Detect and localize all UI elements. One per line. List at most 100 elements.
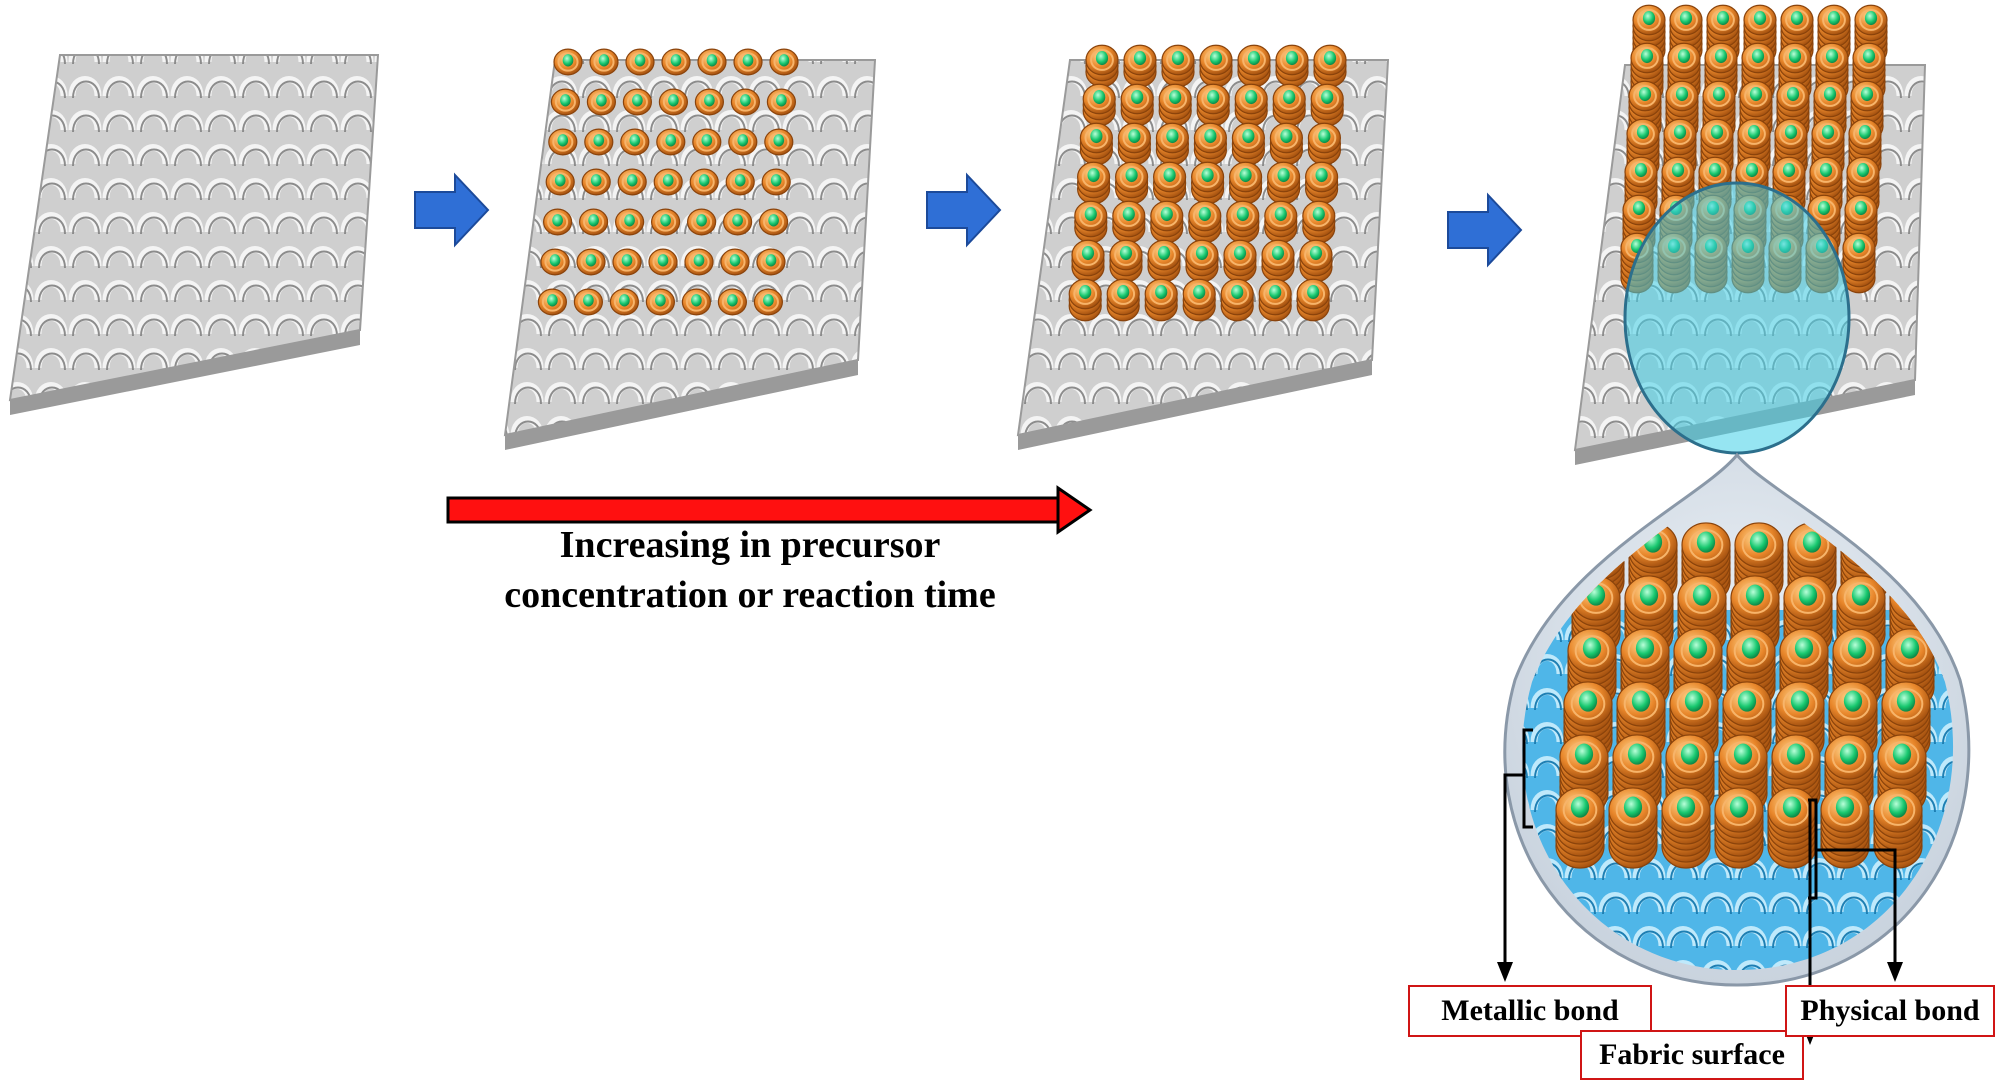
nanoparticle-stack bbox=[728, 128, 758, 156]
nanoparticle-stack bbox=[720, 248, 750, 276]
nanoparticle-stack bbox=[1155, 122, 1190, 166]
nanoparticle-stack bbox=[1269, 122, 1304, 166]
nanoparticle-stack bbox=[1809, 156, 1843, 218]
nanoparticle-stack bbox=[614, 208, 645, 236]
nanoparticle-stack bbox=[553, 48, 583, 76]
nanoparticle-stack bbox=[1313, 44, 1347, 88]
nanoparticle-stack bbox=[1231, 122, 1266, 166]
nanoparticle-stack bbox=[689, 168, 719, 196]
nanoparticle-grid bbox=[1068, 44, 1347, 322]
zoom-lens bbox=[1623, 181, 1851, 455]
nanoparticle-stack bbox=[684, 248, 714, 276]
nanoparticle-stack bbox=[609, 288, 640, 316]
nanoparticle-stack bbox=[573, 288, 604, 316]
nanoparticle-stack bbox=[1842, 232, 1876, 294]
nanoparticle-stack bbox=[656, 128, 686, 156]
nanoparticle-stack bbox=[692, 128, 722, 156]
nanoparticle-stack bbox=[1714, 787, 1764, 869]
nanoparticle-stack bbox=[1076, 161, 1111, 205]
nanoparticle-stack bbox=[1158, 83, 1192, 127]
nanoparticle-stack bbox=[581, 168, 611, 196]
nanoparticle-stack bbox=[1299, 239, 1333, 283]
nanoparticle-stack bbox=[1220, 278, 1254, 322]
nanoparticle-stack bbox=[1223, 239, 1257, 283]
nanoparticle-stack bbox=[730, 88, 761, 116]
nanoparticle-stack bbox=[653, 168, 683, 196]
nanoparticle-stack bbox=[650, 208, 681, 236]
nanoparticle-stack bbox=[1266, 161, 1301, 205]
nanoparticle-stack bbox=[542, 208, 573, 236]
nanoparticle-stack bbox=[725, 168, 755, 196]
nanoparticle-stack bbox=[1237, 44, 1271, 88]
nanoparticle-stack bbox=[612, 248, 642, 276]
nanoparticle-stack bbox=[1820, 787, 1870, 869]
nanoparticle-stack bbox=[1310, 83, 1344, 127]
nanoparticle-stack bbox=[697, 48, 727, 76]
nanoparticle-stack bbox=[658, 88, 689, 116]
nanoparticle-stack bbox=[1661, 787, 1711, 869]
nanoparticle-stack bbox=[578, 208, 609, 236]
nanoparticle-stack bbox=[645, 288, 676, 316]
nanoparticle-stack bbox=[548, 128, 578, 156]
nanoparticle-stack bbox=[1085, 44, 1119, 88]
nanoparticle-stack bbox=[1114, 161, 1149, 205]
nanoparticle-stack bbox=[1296, 278, 1330, 322]
nanoparticle-stack bbox=[761, 168, 791, 196]
nanoparticle-stack bbox=[1767, 787, 1817, 869]
fabric-edge bbox=[1018, 360, 1372, 450]
fabric-edge bbox=[505, 360, 858, 450]
nanoparticle-stack bbox=[1873, 787, 1923, 869]
nanoparticle-stack bbox=[1161, 44, 1195, 88]
nanoparticle-stack bbox=[1150, 200, 1184, 244]
nanoparticle-stack bbox=[1302, 200, 1336, 244]
nanoparticle-stack bbox=[1234, 83, 1268, 127]
nanoparticle-stack bbox=[622, 88, 653, 116]
nanoparticle-stack bbox=[576, 248, 606, 276]
nanoparticle-stack bbox=[1741, 42, 1775, 104]
nanoparticle-stack bbox=[758, 208, 789, 236]
nanoparticle-stack bbox=[661, 48, 691, 76]
nanoparticle-stack bbox=[681, 288, 712, 316]
nanoparticle-stack bbox=[589, 48, 619, 76]
nanoparticle-stack bbox=[1188, 200, 1222, 244]
nanoparticle-stack bbox=[756, 248, 786, 276]
nanoparticle-stack bbox=[694, 88, 725, 116]
stage-2-seeded-fabric bbox=[503, 48, 877, 450]
nanoparticle-stack bbox=[769, 48, 799, 76]
nanoparticle-stack bbox=[1068, 278, 1102, 322]
nanoparticle-stack bbox=[1261, 239, 1295, 283]
nanoparticle-stack bbox=[1779, 628, 1829, 710]
caption-line-2: concentration or reaction time bbox=[504, 574, 996, 616]
nanoparticle-stack bbox=[1275, 44, 1309, 88]
nanoparticle-stack bbox=[1190, 161, 1225, 205]
nanoparticle-stack bbox=[540, 248, 570, 276]
nanoparticle-stack bbox=[733, 48, 763, 76]
label-physical-bond: Physical bond bbox=[1785, 985, 1995, 1037]
nanoparticle-stack bbox=[550, 88, 581, 116]
nanoparticle-stack bbox=[1071, 239, 1105, 283]
nanoparticle-stack bbox=[1199, 44, 1233, 88]
nanoparticle-stack bbox=[1196, 83, 1230, 127]
nanoparticle-stack bbox=[722, 208, 753, 236]
step-arrow-icon bbox=[926, 172, 1002, 248]
nanoparticle-grid bbox=[537, 48, 799, 316]
step-arrow-icon bbox=[1447, 192, 1523, 268]
nanoparticle-stack bbox=[1079, 122, 1114, 166]
nanoparticle-stack bbox=[753, 288, 784, 316]
nanoparticle-stack bbox=[648, 248, 678, 276]
nanoparticle-stack bbox=[1147, 239, 1181, 283]
nanoparticle-stack bbox=[1185, 239, 1219, 283]
nanoparticle-stack bbox=[1117, 122, 1152, 166]
nanoparticle-stack bbox=[1304, 161, 1339, 205]
stage-3-grown-fabric bbox=[1016, 44, 1390, 450]
nanoparticle-stack bbox=[1555, 787, 1605, 869]
nanoparticle-stack bbox=[686, 208, 717, 236]
nanoparticle-stack bbox=[1193, 122, 1228, 166]
nanoparticle-stack bbox=[1082, 83, 1116, 127]
label-metallic-bond: Metallic bond bbox=[1408, 985, 1652, 1037]
nanoparticle-stack bbox=[1123, 44, 1157, 88]
nanoparticle-stack bbox=[1112, 200, 1146, 244]
magnified-view bbox=[1503, 452, 1971, 987]
nanoparticle-stack bbox=[1152, 161, 1187, 205]
